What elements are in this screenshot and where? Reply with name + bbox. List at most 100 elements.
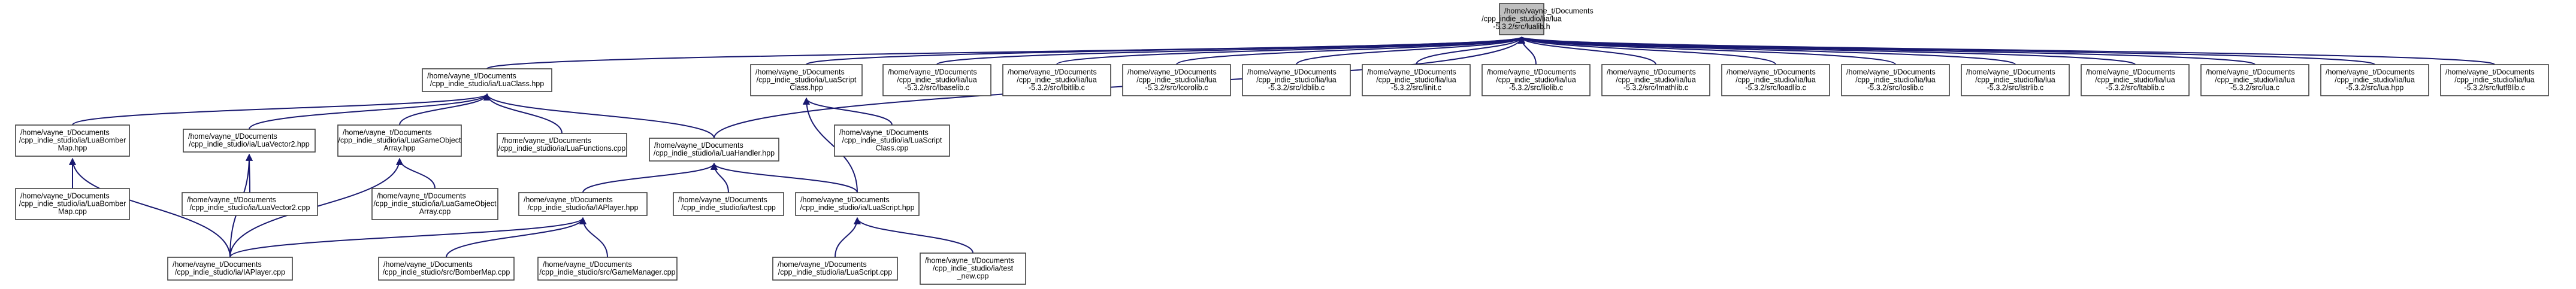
node-label-line: /cpp_indie_studio/lia/lua [2454,76,2534,84]
file-node-ldblib[interactable]: /home/vayne_t/Documents/cpp_indie_studio… [1242,64,1351,96]
file-node-luascriptclass-cpp[interactable]: /home/vayne_t/Documents/cpp_indie_studio… [834,124,950,157]
file-node-gamemanager-cpp[interactable]: /home/vayne_t/Documents/cpp_indie_studio… [537,257,678,281]
file-node-loadlib[interactable]: /home/vayne_t/Documents/cpp_indie_studio… [1721,64,1830,96]
node-label-line: Class.hpp [790,84,823,92]
node-box [2200,64,2309,96]
file-node-luafunctions-cpp[interactable]: /home/vayne_t/Documents/cpp_indie_studio… [497,133,627,157]
include-edge [835,217,861,258]
include-edge [69,157,231,258]
node-label-line: /home/vayne_t/Documents [173,260,262,269]
node-label-line: /cpp_indie_studio/ia/IAPlayer.hpp [528,203,639,212]
file-node-luavector2-cpp[interactable]: /home/vayne_t/Documents/cpp_indie_studio… [182,192,318,216]
file-node-luascriptclass[interactable]: /home/vayne_t/Documents/cpp_indie_studio… [750,64,863,96]
node-label-line: /home/vayne_t/Documents [839,129,929,137]
node-box [1499,3,1544,35]
node-box [2320,64,2429,96]
file-node-bombermap-cpp[interactable]: /home/vayne_t/Documents/cpp_indie_studio… [378,257,515,281]
file-node-linit[interactable]: /home/vayne_t/Documents/cpp_indie_studio… [1362,64,1471,96]
file-node-lutf8lib[interactable]: /home/vayne_t/Documents/cpp_indie_studio… [2440,64,2549,96]
include-edge [1056,36,1525,65]
file-node-loslib[interactable]: /home/vayne_t/Documents/cpp_indie_studio… [1841,64,1950,96]
include-edge [803,97,893,126]
node-label-line: /home/vayne_t/Documents [2326,68,2415,77]
node-box [537,257,678,281]
node-label-line: -5.3.2/src/lua.c [2230,84,2279,92]
node-box [795,192,920,216]
node-box [649,138,779,162]
node-label-line: -5.3.2/src/lualib.h [1493,23,1550,31]
file-node-luahandler-hpp[interactable]: /home/vayne_t/Documents/cpp_indie_studio… [649,138,779,162]
file-node-luaclass[interactable]: /home/vayne_t/Documents/cpp_indie_studio… [422,68,552,92]
node-box [183,129,316,153]
node-label-line: -5.3.2/src/ldblib.c [1268,84,1325,92]
node-label-line: /cpp_indie_studio/lia/lua [1481,15,1561,23]
file-node-luagameobjectarray-hpp[interactable]: /home/vayne_t/Documents/cpp_indie_studio… [337,124,462,157]
node-label-line: -5.3.2/src/lua.hpp [2346,84,2404,92]
node-label-line: -5.3.2/src/lstrlib.c [1987,84,2043,92]
node-label-line: /home/vayne_t/Documents [377,192,466,200]
file-node-luabombermap-hpp[interactable]: /home/vayne_t/Documents/cpp_indie_studio… [15,124,130,157]
node-label-line: /home/vayne_t/Documents [1008,68,1097,77]
include-edge [936,36,1525,65]
node-label-line: /cpp_indie_studio/lia/lua [2335,76,2414,84]
include-edge [1416,36,1525,65]
node-label-line: /cpp_indie_studio/ia/LuaBomber [19,136,126,145]
include-edge [483,93,715,139]
file-node-luabombermap-cpp[interactable]: /home/vayne_t/Documents/cpp_indie_studio… [15,188,130,220]
node-box [167,257,293,281]
node-label-line: /home/vayne_t/Documents [20,192,110,200]
node-label-line: /home/vayne_t/Documents [543,260,632,269]
file-node-lua-c[interactable]: /home/vayne_t/Documents/cpp_indie_studio… [2200,64,2309,96]
node-label-line: /home/vayne_t/Documents [383,260,473,269]
node-label-line: /home/vayne_t/Documents [778,260,867,269]
node-label-line: /home/vayne_t/Documents [343,129,432,137]
node-label-line: /cpp_indie_studio/lia/lua [1136,76,1216,84]
file-node-lualib[interactable]: /home/vayne_t/Documents/cpp_indie_studio… [1481,3,1594,35]
node-label-line: /cpp_indie_studio/ia/LuaVector2.hpp [189,140,310,148]
node-label-line: /home/vayne_t/Documents [427,72,516,80]
file-node-lmathlib[interactable]: /home/vayne_t/Documents/cpp_indie_studio… [1601,64,1710,96]
node-label-line: /cpp_indie_studio/src/GameManager.cpp [539,268,675,276]
node-label-line: /cpp_indie_studio/ia/test [933,264,1014,273]
node-label-line: -5.3.2/src/ltablib.c [2106,84,2164,92]
node-label-line: _new.cpp [957,272,989,281]
node-label-line: /home/vayne_t/Documents [888,68,977,77]
node-box [1601,64,1710,96]
node-box [422,68,552,92]
file-node-iatest-cpp[interactable]: /home/vayne_t/Documents/cpp_indie_studio… [673,192,784,216]
node-label-line: /home/vayne_t/Documents [1846,68,1936,77]
file-node-lbaselib[interactable]: /home/vayne_t/Documents/cpp_indie_studio… [882,64,991,96]
include-edge [396,157,436,189]
node-label-line: /cpp_indie_studio/ia/LuaScript [757,76,857,84]
include-edge [1518,36,1656,65]
node-label-line: -5.3.2/src/loslib.c [1867,84,1924,92]
file-node-iaplayer-cpp[interactable]: /home/vayne_t/Documents/cpp_indie_studio… [167,257,293,281]
file-node-luascript-hpp[interactable]: /home/vayne_t/Documents/cpp_indie_studio… [795,192,920,216]
node-box [378,257,515,281]
file-node-lcorolib[interactable]: /home/vayne_t/Documents/cpp_indie_studio… [1122,64,1231,96]
node-label-line: /cpp_indie_studio/ia/LuaScript.cpp [778,268,892,276]
include-edge [249,93,491,130]
node-box [1481,64,1591,96]
file-node-lstrlib[interactable]: /home/vayne_t/Documents/cpp_indie_studio… [1961,64,2070,96]
node-label-line: /cpp_indie_studio/ia/LuaScript [842,136,942,145]
file-node-liolib[interactable]: /home/vayne_t/Documents/cpp_indie_studio… [1481,64,1591,96]
node-label-line: /cpp_indie_studio/lia/lua [1256,76,1336,84]
node-label-line: -5.3.2/src/lbaselib.c [905,84,969,92]
node-label-line: /cpp_indie_studio/ia/LuaHandler.hpp [654,149,775,157]
node-label-line: Class.cpp [876,144,909,153]
file-node-lua-hpp[interactable]: /home/vayne_t/Documents/cpp_indie_studio… [2320,64,2429,96]
node-label-line: /home/vayne_t/Documents [188,132,277,141]
node-box [518,192,648,216]
file-node-luascript-cpp[interactable]: /home/vayne_t/Documents/cpp_indie_studio… [772,257,898,281]
node-label-line: -5.3.2/src/lbitlib.c [1029,84,1085,92]
file-node-lbitlib[interactable]: /home/vayne_t/Documents/cpp_indie_studio… [1002,64,1111,96]
file-node-iatest-new-cpp[interactable]: /home/vayne_t/Documents/cpp_indie_studio… [920,253,1026,285]
node-label-line: /home/vayne_t/Documents [1367,68,1456,77]
file-node-luavector2-hpp[interactable]: /home/vayne_t/Documents/cpp_indie_studio… [183,129,316,153]
node-label-line: /cpp_indie_studio/ia/LuaGameObject [374,200,497,208]
file-node-ltablib[interactable]: /home/vayne_t/Documents/cpp_indie_studio… [2081,64,2190,96]
file-node-iaplayer-hpp[interactable]: /home/vayne_t/Documents/cpp_indie_studio… [518,192,648,216]
file-node-luagameobjectarray-cpp[interactable]: /home/vayne_t/Documents/cpp_indie_studio… [371,188,498,220]
